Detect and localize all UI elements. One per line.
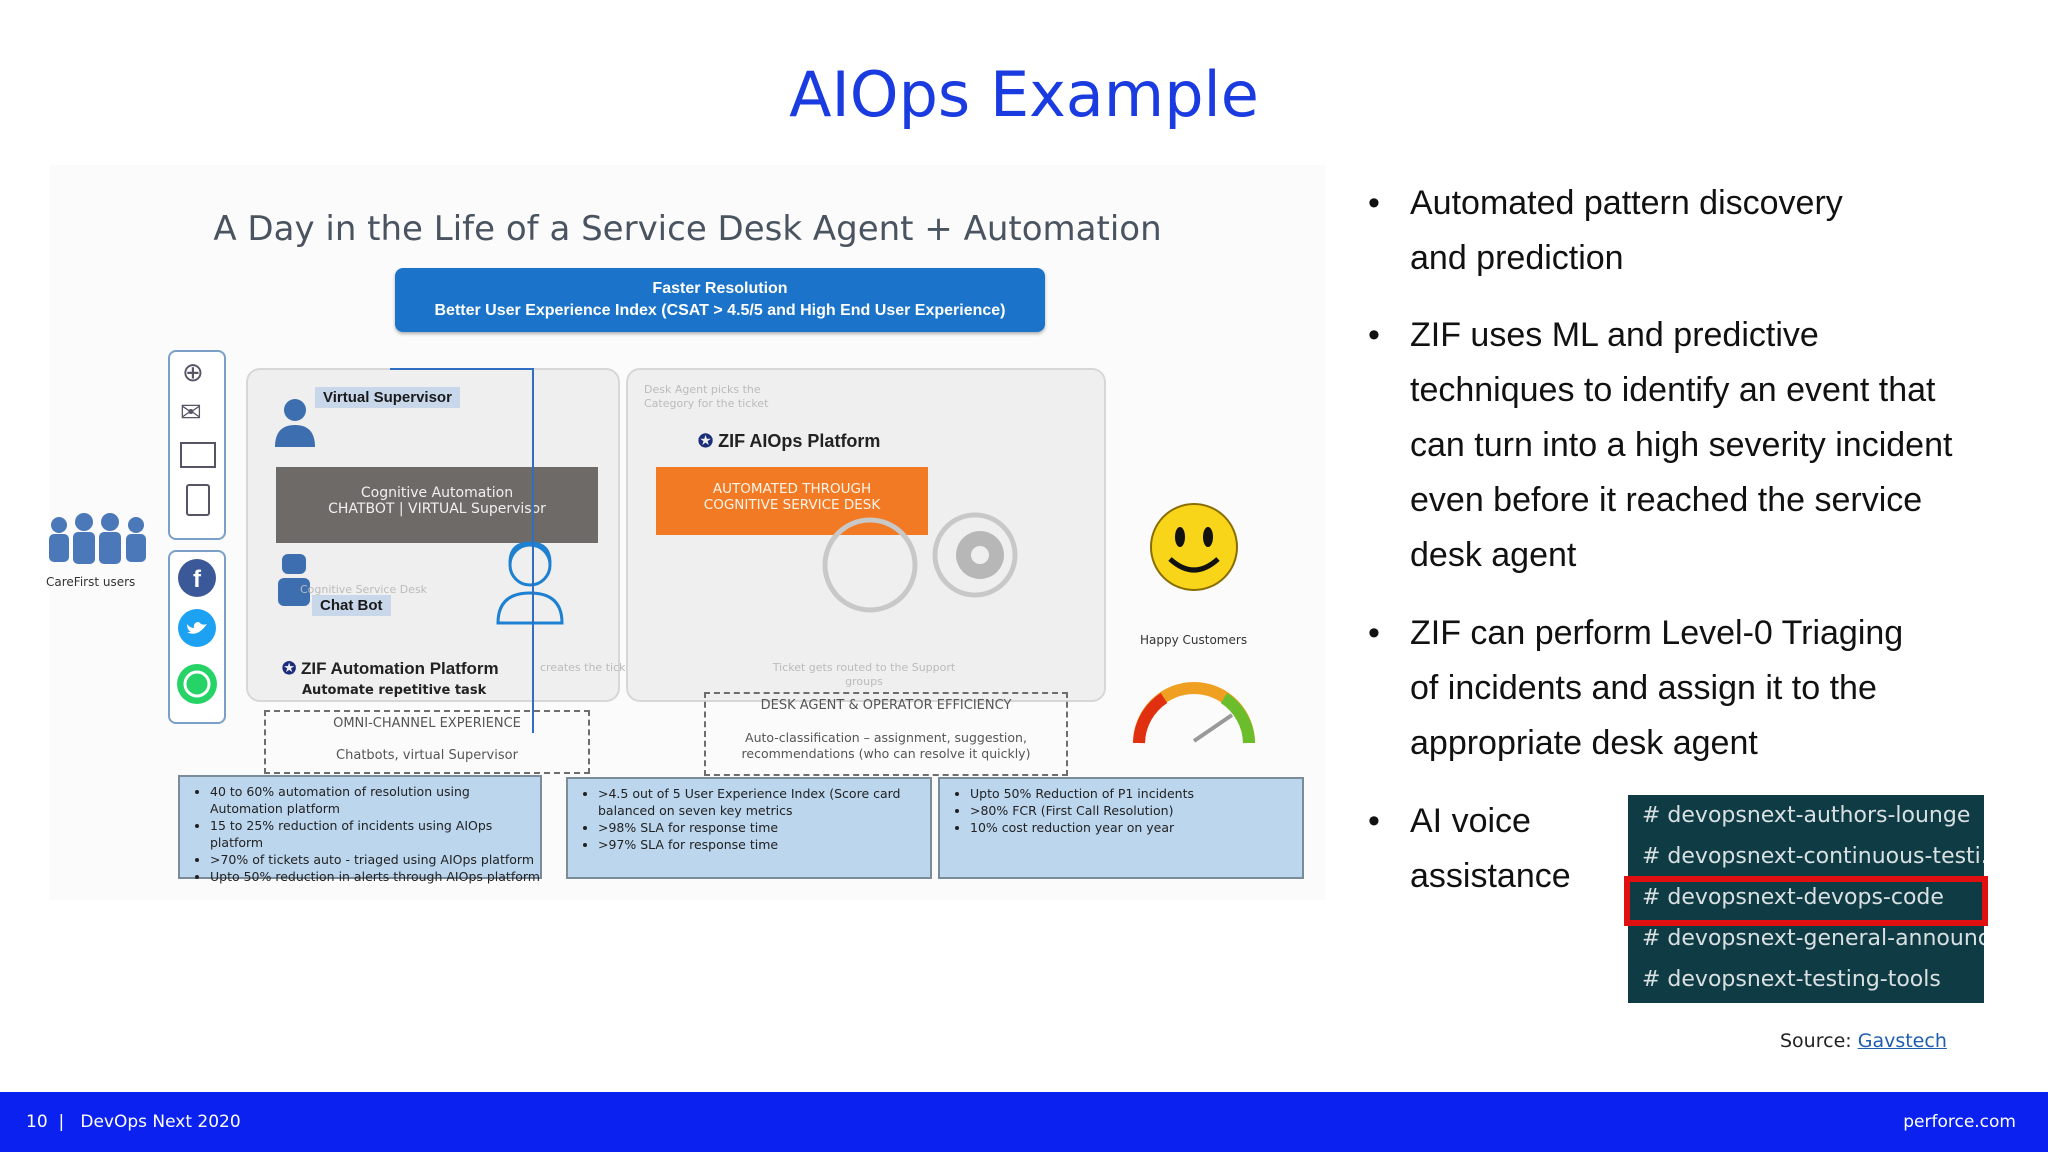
slack-channel-list: # devopsnext-authors-lounge # devopsnext… bbox=[1628, 795, 1984, 1003]
bullet-3-line: of incidents and assign it to the bbox=[1410, 669, 1877, 707]
slack-channel-item[interactable]: # devopsnext-continuous-testi... bbox=[1642, 844, 1984, 869]
bullet-2-line: can turn into a high severity incident bbox=[1410, 426, 1953, 464]
agent-headset-icon bbox=[496, 541, 564, 625]
metric-item: Upto 50% reduction in alerts through AIO… bbox=[210, 868, 540, 885]
twitter-icon bbox=[178, 609, 216, 647]
slack-channel-item-highlighted[interactable]: # devopsnext-devops-code bbox=[1642, 885, 1944, 910]
bullet-3-line: appropriate desk agent bbox=[1410, 724, 1758, 762]
cognitive-service-desk-faded: Cognitive Service Desk bbox=[300, 583, 428, 596]
metric-item: >80% FCR (First Call Resolution) bbox=[970, 802, 1302, 819]
desk-agent-picks-faded: Desk Agent picks the Category for the ti… bbox=[644, 383, 769, 410]
digital-channels-column: ⊕ ✉ bbox=[168, 350, 226, 540]
metric-item: 15 to 25% reduction of incidents using A… bbox=[210, 817, 540, 851]
slide-title: AIOps Example bbox=[789, 58, 1259, 131]
desk-efficiency-box: DESK AGENT & OPERATOR EFFICIENCY Auto-cl… bbox=[704, 692, 1068, 776]
bullet-2-line: techniques to identify an event that bbox=[1410, 371, 1936, 409]
bullet-2-line: desk agent bbox=[1410, 536, 1577, 574]
process-cycle-graphic bbox=[822, 512, 1018, 613]
bullet-3: • ZIF can perform Level-0 Triaging of in… bbox=[1368, 606, 1904, 771]
smiley-face-icon bbox=[1150, 503, 1238, 591]
desk-efficiency-label: DESK AGENT & OPERATOR EFFICIENCY bbox=[760, 698, 1012, 713]
ticket-routed-faded: Ticket gets routed to the Support groups bbox=[772, 661, 956, 688]
bullet-1-line1: Automated pattern discovery bbox=[1410, 184, 1843, 222]
zif-logo-icon: ✪ bbox=[698, 431, 719, 451]
chat-bot-label: Chat Bot bbox=[312, 595, 391, 616]
zif-aiops-platform: ✪ ZIF AIOps Platform bbox=[698, 431, 880, 452]
bullet-1-line2: and prediction bbox=[1410, 239, 1624, 277]
banner-line1: Faster Resolution bbox=[652, 280, 788, 297]
metrics-box-middle: >4.5 out of 5 User Experience Index (Sco… bbox=[566, 777, 932, 879]
source-link[interactable]: Gavstech bbox=[1857, 1030, 1947, 1052]
slack-channel-item[interactable]: # devopsnext-general-announc... bbox=[1642, 926, 1984, 951]
happy-customers-label: Happy Customers bbox=[1140, 633, 1248, 647]
banner-line2: Better User Experience Index (CSAT > 4.5… bbox=[434, 302, 1006, 319]
social-channels-column: f bbox=[168, 550, 226, 724]
bullet-3-line: ZIF can perform Level-0 Triaging bbox=[1410, 614, 1904, 652]
bullet-dot: • bbox=[1368, 614, 1380, 652]
bullet-4-line: assistance bbox=[1410, 857, 1571, 895]
metric-item: >70% of tickets auto - triaged using AIO… bbox=[210, 851, 540, 868]
highlight-rectangle bbox=[1624, 876, 1988, 926]
facebook-icon: f bbox=[178, 559, 216, 597]
bullet-dot: • bbox=[1368, 316, 1380, 354]
zif-automation-text: ZIF Automation Platform bbox=[300, 659, 499, 678]
globe-icon: ⊕ bbox=[182, 358, 204, 388]
automate-task-label: Automate repetitive task bbox=[302, 683, 487, 698]
slack-channel-item[interactable]: # devopsnext-testing-tools bbox=[1642, 967, 1941, 992]
metric-item: 40 to 60% automation of resolution using… bbox=[210, 783, 540, 817]
bullet-4: • AI voice assistance bbox=[1368, 794, 1571, 904]
connector-line bbox=[532, 368, 534, 733]
bullet-dot: • bbox=[1368, 802, 1380, 840]
cognitive-line2: CHATBOT | VIRTUAL Supervisor bbox=[328, 501, 546, 517]
slack-channel-item[interactable]: # devopsnext-authors-lounge bbox=[1642, 803, 1971, 828]
source-citation: Source: Gavstech bbox=[1780, 1030, 1947, 1052]
bullet-4-line: AI voice bbox=[1410, 802, 1531, 840]
cognitive-automation-box: Cognitive Automation CHATBOT | VIRTUAL S… bbox=[276, 467, 598, 543]
metric-item: >97% SLA for response time bbox=[598, 836, 930, 853]
auto-classification-label: Auto-classification – assignment, sugges… bbox=[741, 730, 1031, 761]
creates-ticket-faded: creates the ticket bbox=[540, 661, 637, 674]
footer-website[interactable]: perforce.com bbox=[1903, 1112, 2016, 1132]
laptop-icon bbox=[180, 442, 216, 468]
chatbots-label: Chatbots, virtual Supervisor bbox=[336, 748, 518, 763]
satisfaction-gauge-icon bbox=[1133, 682, 1255, 744]
zif-aiops-text: ZIF AIOps Platform bbox=[718, 431, 881, 451]
bullet-1: • Automated pattern discovery and predic… bbox=[1368, 176, 1843, 286]
metrics-box-right: Upto 50% Reduction of P1 incidents >80% … bbox=[938, 777, 1304, 879]
service-desk-diagram: A Day in the Life of a Service Desk Agen… bbox=[46, 165, 1325, 900]
email-icon: ✉ bbox=[180, 398, 202, 428]
cognitive-line1: Cognitive Automation bbox=[360, 485, 514, 501]
connector-line bbox=[390, 368, 534, 370]
footer-bar bbox=[0, 1092, 2048, 1152]
svg-text:f: f bbox=[193, 566, 202, 593]
users-group-icon bbox=[49, 513, 146, 564]
metric-item: 10% cost reduction year on year bbox=[970, 819, 1302, 836]
bullet-2: • ZIF uses ML and predictive techniques … bbox=[1368, 308, 1953, 583]
zif-automation-platform: ✪ ZIF Automation Platform bbox=[282, 659, 499, 679]
bullet-dot: • bbox=[1368, 184, 1380, 222]
metric-item: >4.5 out of 5 User Experience Index (Sco… bbox=[598, 785, 930, 819]
omni-channel-label: OMNI-CHANNEL EXPERIENCE bbox=[333, 716, 521, 731]
supervisor-icon bbox=[275, 399, 315, 447]
bullet-2-line: ZIF uses ML and predictive bbox=[1410, 316, 1819, 354]
metric-item: >98% SLA for response time bbox=[598, 819, 930, 836]
users-label: CareFirst users bbox=[46, 575, 136, 589]
diagram-title: A Day in the Life of a Service Desk Agen… bbox=[213, 209, 1162, 249]
automated-line2: COGNITIVE SERVICE DESK bbox=[703, 497, 881, 513]
source-prefix: Source: bbox=[1780, 1030, 1852, 1052]
footer-page-info: 10 | DevOps Next 2020 bbox=[26, 1112, 241, 1132]
omni-channel-box: OMNI-CHANNEL EXPERIENCE Chatbots, virtua… bbox=[264, 710, 590, 774]
metrics-box-left: 40 to 60% automation of resolution using… bbox=[178, 775, 542, 884]
chatbot-icon bbox=[278, 554, 310, 606]
faster-resolution-banner: Faster Resolution Better User Experience… bbox=[395, 268, 1045, 332]
zif-logo-icon: ✪ bbox=[282, 659, 301, 678]
whatsapp-icon bbox=[177, 664, 217, 704]
aiops-panel bbox=[626, 368, 1106, 702]
mobile-icon bbox=[186, 484, 210, 516]
bullet-2-line: even before it reached the service bbox=[1410, 481, 1923, 519]
metric-item: Upto 50% Reduction of P1 incidents bbox=[970, 785, 1302, 802]
automated-line1: AUTOMATED THROUGH bbox=[712, 481, 872, 497]
virtual-supervisor-label: Virtual Supervisor bbox=[315, 387, 460, 408]
